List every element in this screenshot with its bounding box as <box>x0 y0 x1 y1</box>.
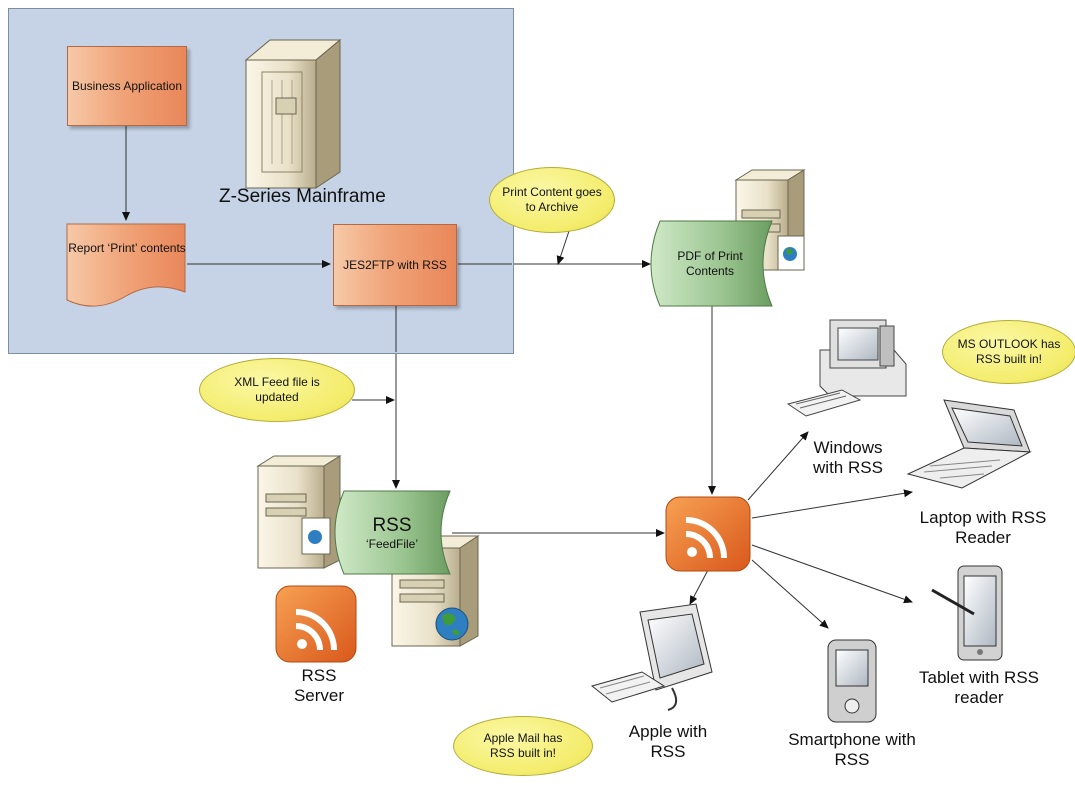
report-document-shape <box>66 223 186 307</box>
rss-feedfile-box: RSS ‘FeedFile’ <box>344 508 440 558</box>
smartphone-label: Smartphone with RSS <box>788 730 916 769</box>
windows-pc-icon <box>786 319 907 417</box>
apple-label: Apple with RSS <box>628 722 708 761</box>
pdf-label: PDF of Print Contents <box>677 249 743 278</box>
callout-xml-feed-text: XML Feed file is updated <box>234 375 320 404</box>
apple-imac-icon <box>590 603 713 711</box>
rss-server-back-icon <box>256 455 342 569</box>
rss-feedfile-subtitle: ‘FeedFile’ <box>365 536 419 551</box>
rss-server-logo-icon <box>275 585 357 663</box>
callout-apple-mail-text: Apple Mail has RSS built in! <box>483 731 563 760</box>
callout-outlook: MS OUTLOOK has RSS built in! <box>942 320 1075 384</box>
arrow-rss-to-tablet <box>751 544 913 604</box>
callout-archive-text: Print Content goes to Archive <box>502 185 602 214</box>
arrow-archive-callout <box>556 227 571 265</box>
laptop-label: Laptop with RSS Reader <box>919 508 1047 547</box>
rss-hub-icon <box>665 496 751 572</box>
arrow-rss-to-apple <box>689 569 709 605</box>
laptop-icon <box>906 399 1032 489</box>
pdf-storage-shape <box>650 220 773 307</box>
mainframe-title: Z-Series Mainframe <box>219 186 386 207</box>
jes2ftp-label: JES2FTP with RSS <box>343 257 447 272</box>
tablet-label: Tablet with RSS reader <box>919 668 1039 707</box>
arrow-rss-to-windows <box>747 431 809 501</box>
callout-archive: Print Content goes to Archive <box>489 167 615 233</box>
rss-server-label: RSS Server <box>293 666 345 705</box>
smartphone-icon <box>827 639 877 723</box>
rss-feedfile-title: RSS <box>372 514 412 536</box>
business-application-box: Business Application <box>67 46 187 126</box>
pdf-box: PDF of Print Contents <box>660 238 760 290</box>
callout-apple-mail: Apple Mail has RSS built in! <box>453 716 593 776</box>
business-application-label: Business Application <box>71 78 183 93</box>
callout-outlook-text: MS OUTLOOK has RSS built in! <box>957 337 1061 366</box>
arrow-rss-to-laptop <box>751 489 913 519</box>
windows-label: Windows with RSS <box>813 438 883 477</box>
rss-feedfile-shape <box>334 490 451 575</box>
report-print-box: Report ‘Print’ contents <box>67 228 187 268</box>
tablet-icon <box>931 565 1003 661</box>
report-print-label: Report ‘Print’ contents <box>68 240 186 255</box>
arrow-rss-to-smartphone <box>751 559 829 629</box>
jes2ftp-box: JES2FTP with RSS <box>333 224 457 306</box>
callout-xml-feed: XML Feed file is updated <box>199 358 355 422</box>
